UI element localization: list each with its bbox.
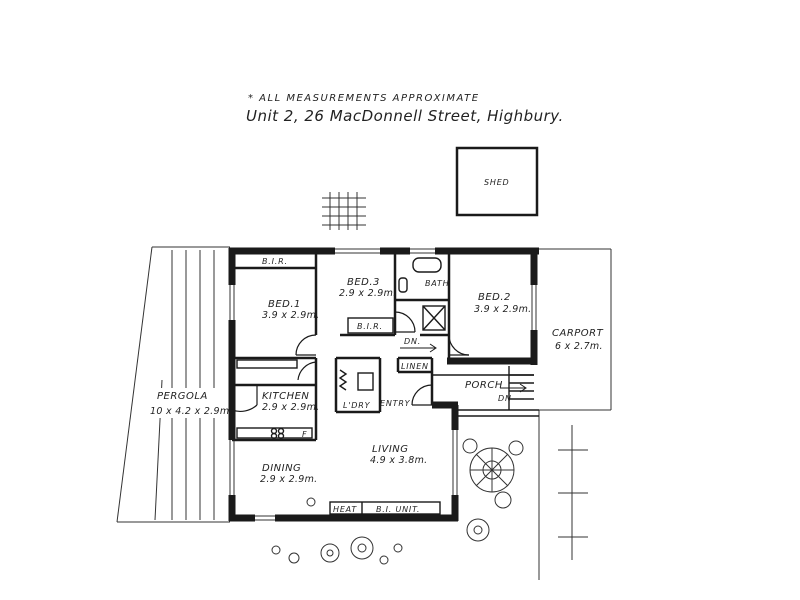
property-address: Unit 2, 26 MacDonnell Street, Highbury. <box>246 107 564 125</box>
built-in-robes <box>347 317 394 334</box>
windows <box>228 247 538 522</box>
bi-unit-label: B.I. UNIT. <box>376 505 420 514</box>
porch-label: PORCH <box>465 380 503 391</box>
shed-label: SHED <box>484 178 510 187</box>
bath-label: BATH <box>425 279 449 288</box>
garden-plants <box>271 438 524 565</box>
kitchen-benches <box>236 359 313 440</box>
carport <box>538 248 612 580</box>
interior-walls <box>232 251 451 442</box>
living-fixtures <box>329 501 441 515</box>
carport-dimensions: 6 x 2.7m. <box>555 341 603 352</box>
living-label: LIVING <box>372 444 409 455</box>
down-label-porch: DN <box>498 394 512 403</box>
laundry-fixtures <box>338 369 374 391</box>
dining-dimensions: 2.9 x 2.9m. <box>260 474 317 485</box>
fridge-label: F <box>302 430 307 439</box>
bed3-dimensions: 2.9 x 2.9m. <box>339 288 396 299</box>
kitchen-label: KITCHEN <box>262 391 309 402</box>
bed3-label: BED.3 <box>347 277 380 288</box>
clothesline-grid <box>322 192 366 230</box>
kitchen-dimensions: 2.9 x 2.9m. <box>262 402 319 413</box>
bir-top-label: B.I.R. <box>262 257 288 266</box>
bed1-dimensions: 3.9 x 2.9m. <box>262 310 319 321</box>
bed2-dimensions: 3.9 x 2.9m. <box>474 304 531 315</box>
bed1-label: BED.1 <box>268 299 301 310</box>
pergola <box>116 246 230 523</box>
heater-label: HEAT <box>333 505 357 514</box>
pergola-dimensions: 10 x 4.2 x 2.9m. <box>150 406 233 417</box>
living-dimensions: 4.9 x 3.8m. <box>370 455 427 466</box>
porch <box>431 358 539 417</box>
bir-mid-label: B.I.R. <box>357 322 383 331</box>
pergola-label: PERGOLA <box>157 391 208 402</box>
linen-label: LINEN <box>401 362 429 371</box>
measurement-note: * ALL MEASUREMENTS APPROXIMATE <box>248 93 480 104</box>
entry-label: ENTRY <box>380 399 411 408</box>
bed2-label: BED.2 <box>478 292 511 303</box>
shed: SHED <box>455 146 539 217</box>
down-label-hall: DN. <box>404 337 421 346</box>
dining-label: DINING <box>262 463 301 474</box>
carport-label: CARPORT <box>552 328 604 339</box>
door-swings <box>231 311 470 412</box>
bath-fixtures <box>398 257 446 331</box>
stair-arrows <box>400 343 527 393</box>
laundry-label: L'DRY <box>343 401 371 410</box>
